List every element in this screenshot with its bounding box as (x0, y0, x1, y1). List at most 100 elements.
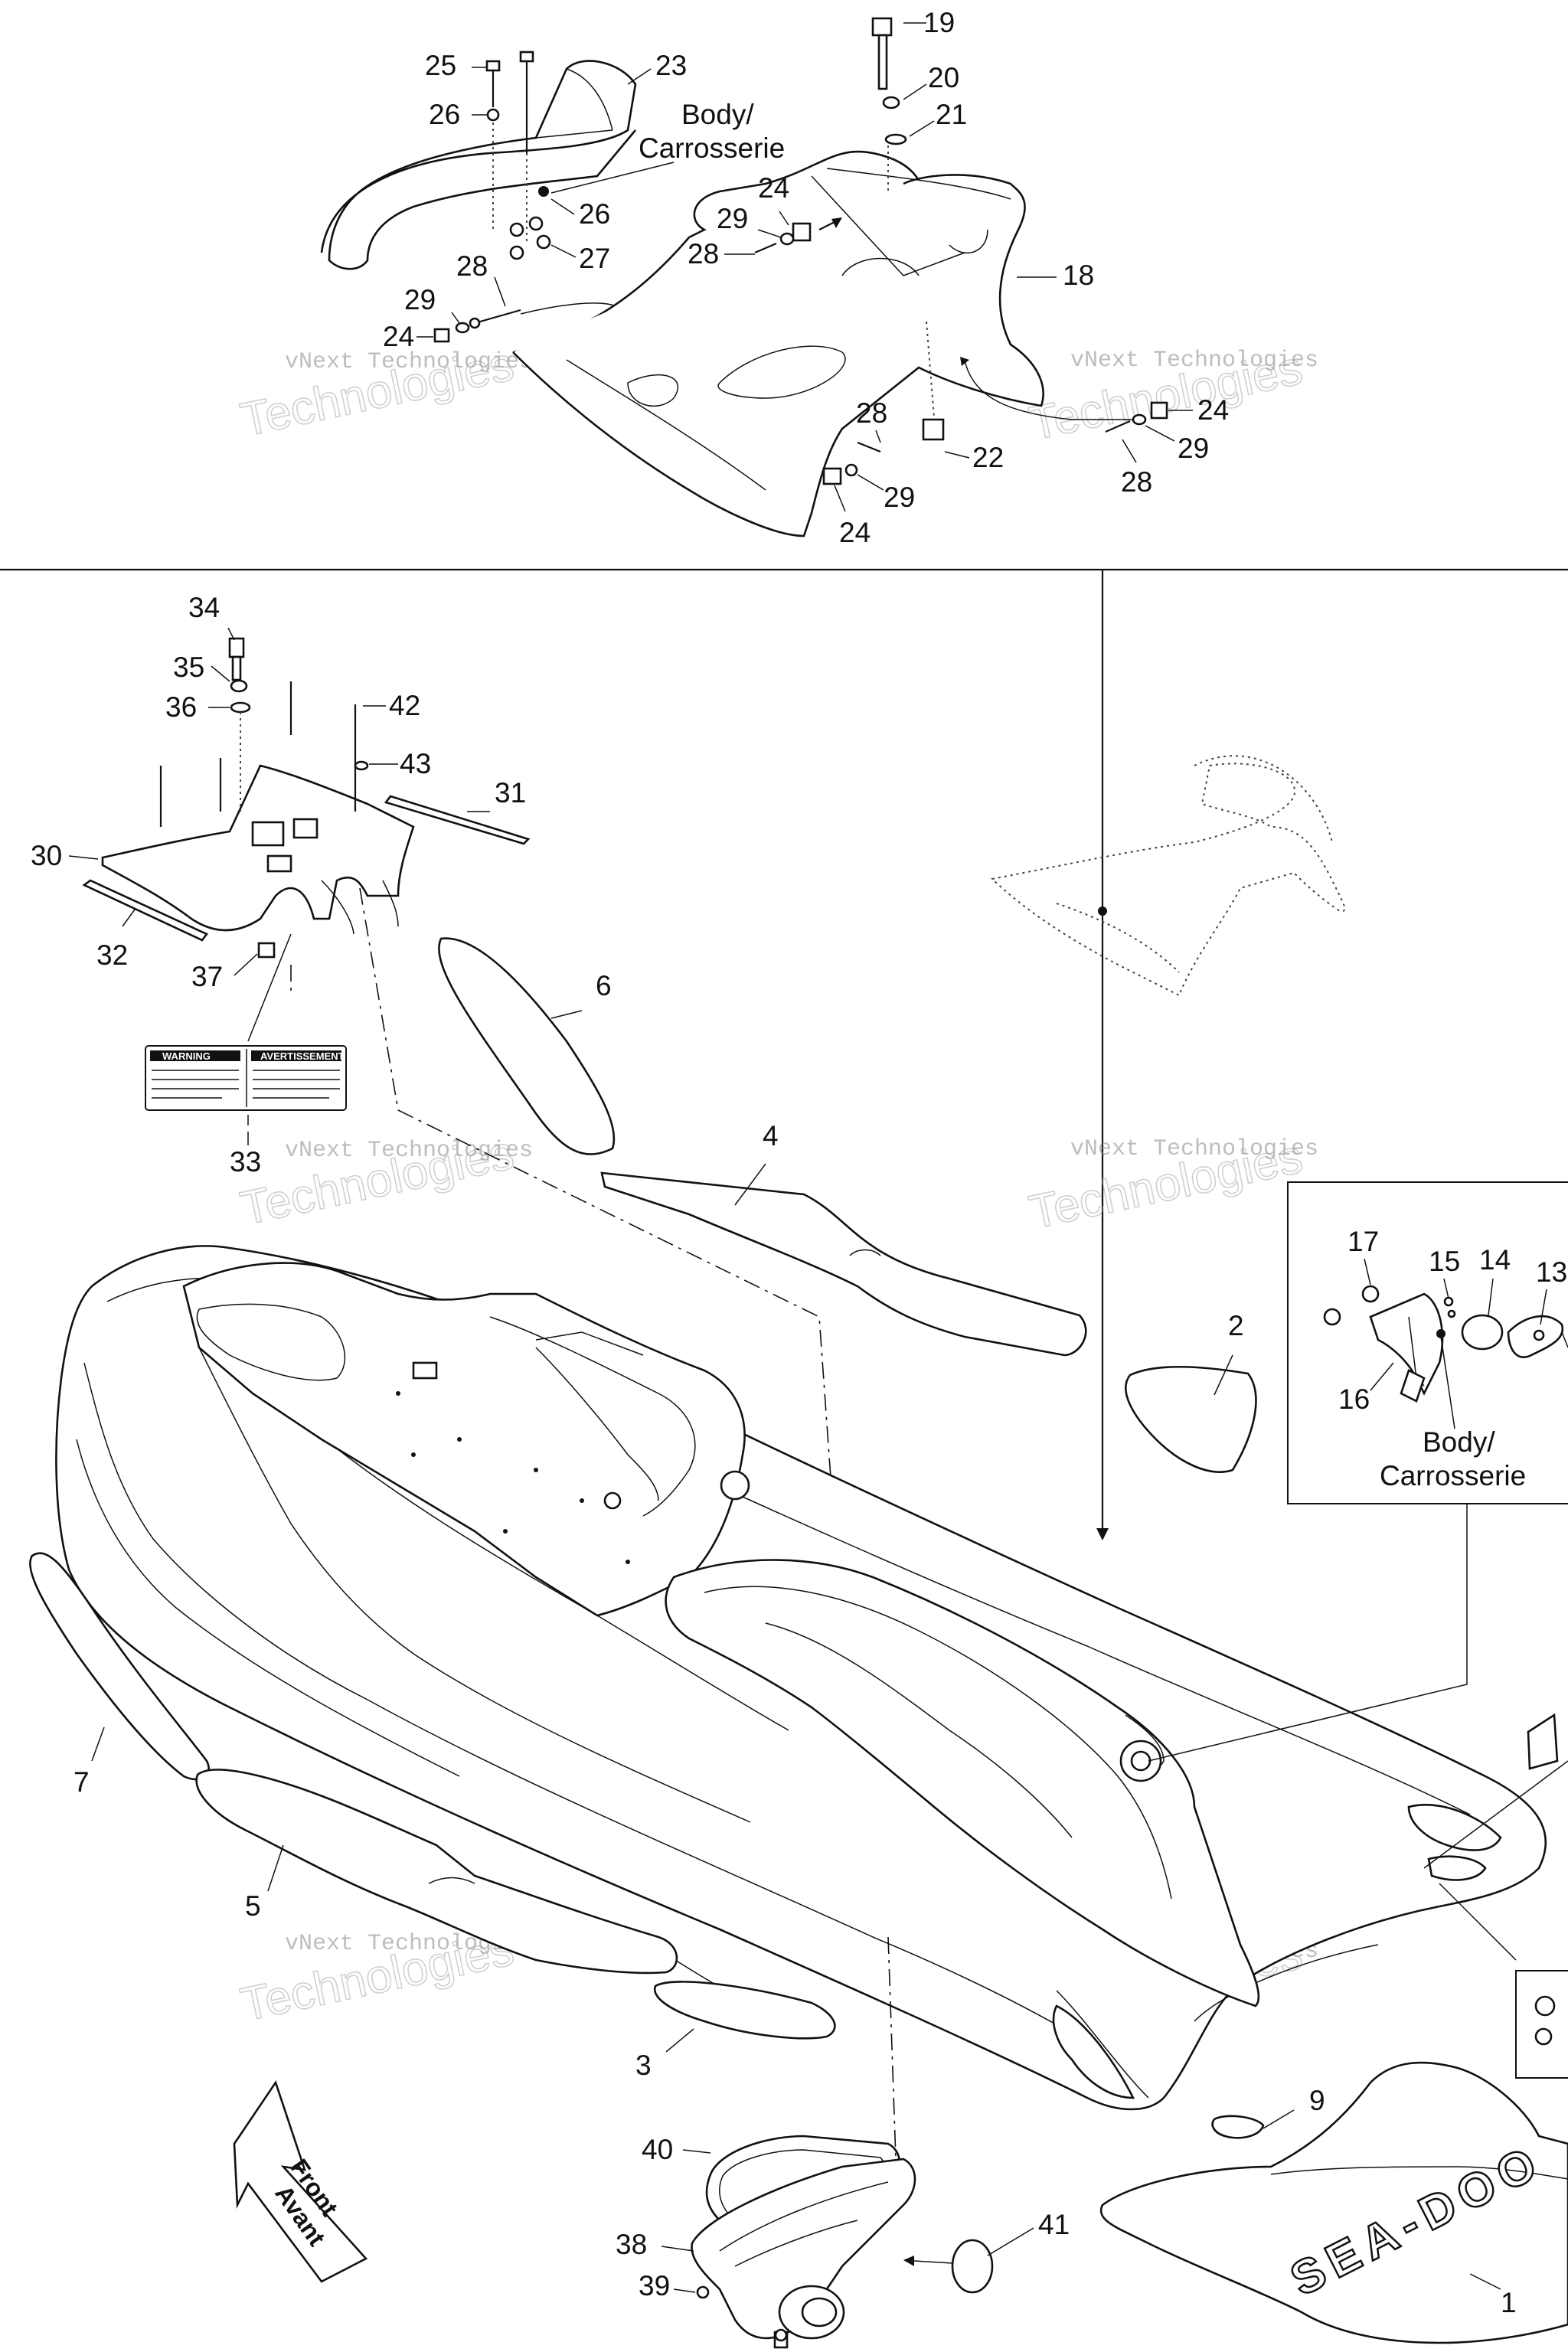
assembly-arrow (964, 359, 1133, 420)
callout-14: 14 (1479, 1244, 1511, 1276)
callout-16: 16 (1338, 1383, 1370, 1415)
callout-25: 25 (425, 50, 456, 81)
deck-detail (566, 359, 766, 491)
callout-28-bottom: 28 (856, 397, 887, 429)
callout-21: 21 (936, 99, 967, 130)
washer-35 (230, 679, 248, 693)
nut-27 (536, 234, 551, 250)
mat-1 (1099, 2061, 1568, 2344)
deck-detail (841, 257, 920, 276)
watermark-text: vNext Technologies (285, 1138, 533, 1164)
inset-connector (1148, 1504, 1468, 1762)
callout-29-mid: 29 (717, 203, 748, 234)
leader-41 (987, 2227, 1034, 2256)
callout-40: 40 (642, 2134, 673, 2165)
clip-nut-24-right (1150, 401, 1168, 420)
callout-9: 9 (1309, 2085, 1325, 2116)
callout-42: 42 (389, 690, 420, 721)
washer-29-left (455, 322, 470, 334)
callout-6: 6 (596, 970, 612, 1001)
inset-hull-detail (1056, 903, 1180, 973)
mat-2 (1125, 1365, 1257, 1473)
arrow-head-icon (960, 357, 969, 366)
bolt-34 (228, 637, 245, 681)
leader-39 (673, 2288, 696, 2293)
bolt-26 (519, 51, 534, 153)
callout-29-right: 29 (1178, 433, 1209, 464)
down-arrow-icon (1096, 1528, 1109, 1540)
handle-detail (566, 68, 613, 131)
arrow-line (818, 221, 835, 230)
callouts-inset: 17 15 14 13 16 Body/ Carrosserie (1338, 1226, 1567, 1491)
washer-20 (882, 96, 900, 109)
screw-28-left (469, 309, 521, 329)
inset-connector-3 (1439, 1883, 1517, 1961)
warning-right-title: AVERTISSEMENT (260, 1050, 345, 1062)
callout-33: 33 (230, 1146, 261, 1178)
decal-leader (247, 933, 292, 1042)
warning-decal-33: WARNING AVERTISSEMENT (145, 1045, 347, 1111)
watermark-text: vNext Technologies (1070, 1136, 1318, 1162)
strip-32 (82, 879, 209, 942)
callout-24-mid: 24 (758, 172, 789, 204)
callout-4: 4 (763, 1120, 779, 1152)
callout-41: 41 (1038, 2209, 1070, 2240)
callout-36: 36 (165, 691, 197, 723)
callout-34: 34 (188, 592, 220, 623)
callout-29-bottom: 29 (884, 482, 915, 513)
arrow-head-icon (903, 2256, 914, 2266)
handle-detail (535, 129, 613, 139)
strip-31 (384, 795, 531, 845)
bolt-19 (871, 17, 893, 90)
callout-35: 35 (173, 652, 204, 683)
screw-39b (774, 2328, 788, 2342)
callout-3: 3 (635, 2050, 652, 2081)
clip-nut-24-bottom (822, 467, 842, 485)
washer-29-right (1132, 413, 1147, 426)
watermark-mid-left: vNext Technologies Technologies (236, 1125, 533, 1236)
mat-4 (600, 1171, 1087, 1357)
leader-40 (682, 2149, 711, 2154)
washer-29-bottom (844, 463, 858, 477)
callout-13: 13 (1536, 1256, 1567, 1288)
body-label-line1: Body/ (681, 99, 754, 130)
arrow-line (913, 2260, 953, 2264)
mat-9 (1211, 2115, 1265, 2139)
grab-handle-23 (320, 60, 637, 270)
top-deck-18-body (512, 174, 1044, 537)
callout-24: 24 (383, 321, 414, 352)
washer-21 (884, 133, 907, 145)
assembly-guide-line (359, 887, 858, 1854)
fastener (1534, 2027, 1553, 2046)
callout-22: 22 (972, 442, 1004, 473)
body-label-inset-line2: Carrosserie (1380, 1460, 1526, 1491)
front-arrow-icon: Front Avant (233, 2080, 368, 2283)
callout-32: 32 (96, 939, 128, 971)
inset-box-right (1515, 1970, 1568, 2079)
washer-36 (230, 701, 251, 714)
clip-nut-24-mid (792, 222, 812, 242)
mat-seam (849, 1249, 881, 1256)
watermark-mid-right: vNext Technologies Technologies (1024, 1129, 1318, 1240)
leader-6 (550, 1010, 583, 1019)
hull-main (55, 1245, 1547, 2111)
leader-38 (661, 2246, 694, 2252)
callout-43: 43 (400, 748, 431, 779)
deck-detail (811, 175, 965, 276)
screw-28-bottom (857, 441, 881, 453)
callout-15: 15 (1429, 1246, 1460, 1277)
watermark-text: vNext Technologies (1070, 348, 1318, 374)
washer-29-mid (779, 232, 795, 246)
leader-1 (1469, 2273, 1501, 2290)
inset-marker (1098, 906, 1107, 916)
assembly-guide-line (887, 1936, 897, 2160)
bolt-25 (485, 60, 501, 122)
callout-7: 7 (74, 1766, 90, 1798)
callout-28-mid: 28 (688, 238, 719, 270)
callout-23: 23 (655, 50, 687, 81)
o-ring-41 (951, 2239, 994, 2294)
leader-9 (1263, 2109, 1295, 2129)
nut-27b (509, 222, 524, 237)
fastener (1534, 1995, 1556, 2017)
watermark-top-left: vNext Technologies Technologies (236, 337, 533, 447)
